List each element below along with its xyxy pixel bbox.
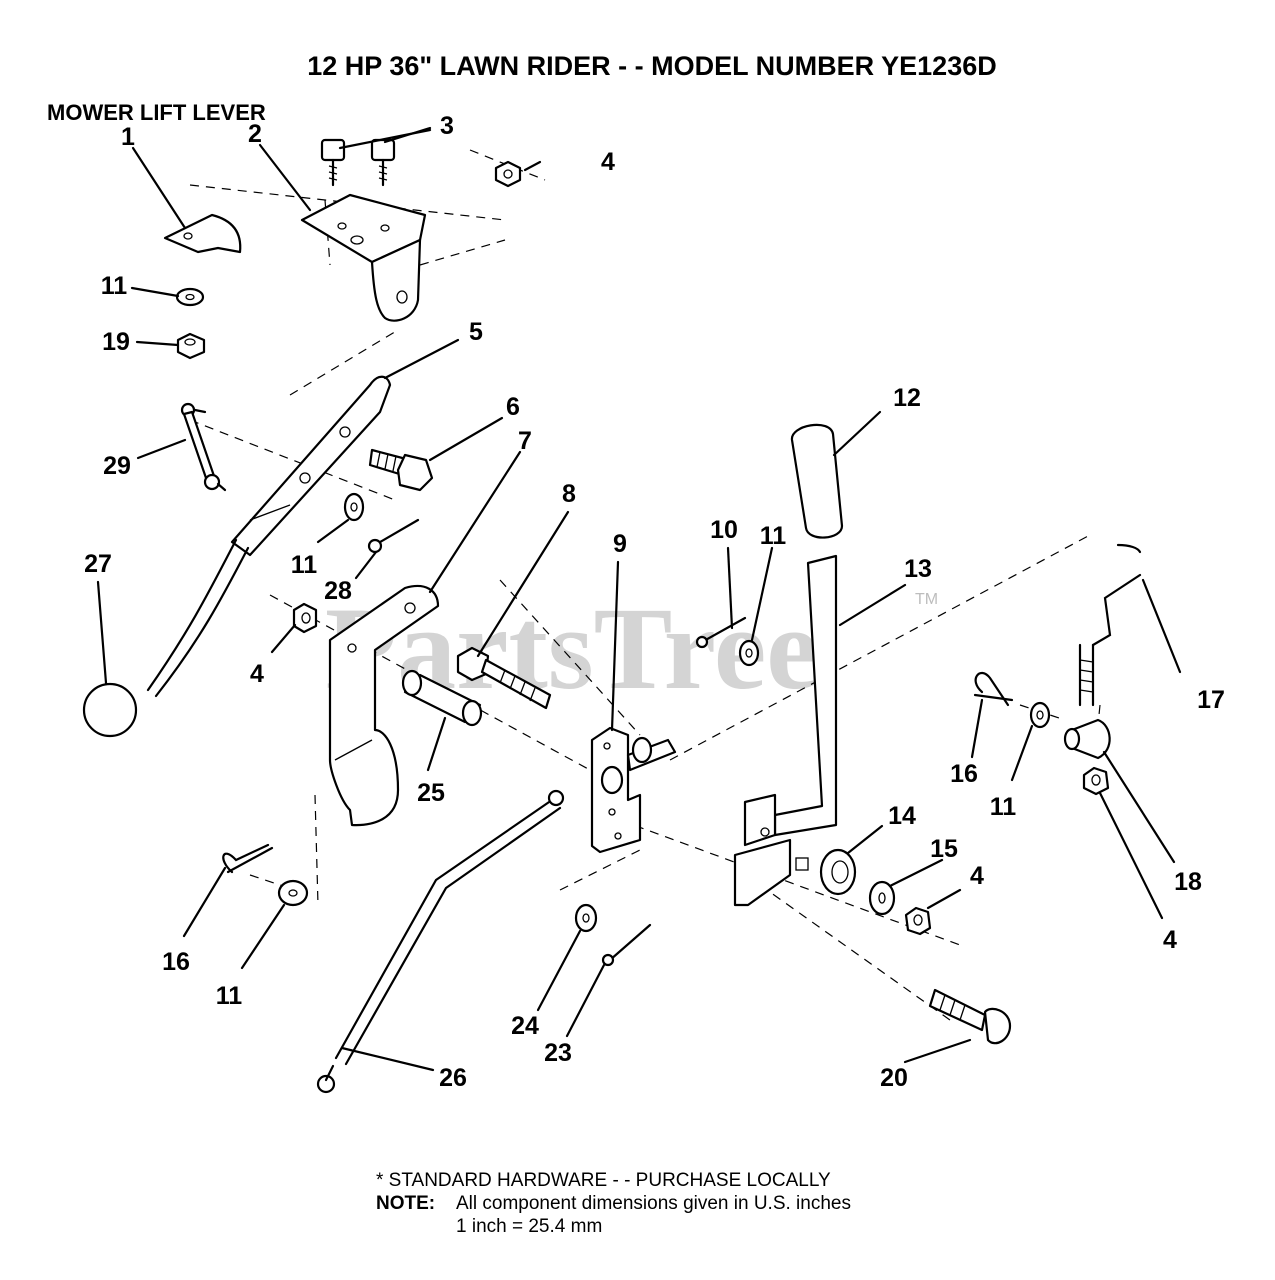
grip-part-12 (790, 423, 844, 539)
clip-part-16-left (222, 843, 274, 874)
callout-4-lower: 4 (970, 862, 984, 890)
link-part-29 (180, 402, 227, 492)
bolt-part-3 (320, 138, 396, 187)
lift-arm-part-5 (230, 375, 392, 557)
diagram-subtitle: MOWER LIFT LEVER (47, 100, 266, 125)
callouts: 1 2 3 4 11 19 5 6 7 29 12 8 10 11 9 11 2… (84, 112, 1225, 1092)
callout-2: 2 (248, 120, 262, 148)
callout-7: 7 (518, 427, 532, 455)
washer-part-11-left (277, 879, 309, 907)
callout-11-far-right: 11 (990, 793, 1017, 821)
callout-27: 27 (84, 550, 112, 578)
callout-18: 18 (1174, 868, 1202, 896)
callout-8: 8 (562, 480, 576, 508)
callout-16-right: 16 (950, 760, 978, 788)
callout-10: 10 (710, 516, 738, 544)
callout-9: 9 (613, 530, 627, 558)
washer-part-11-top (175, 287, 205, 307)
bolt-part-6 (368, 448, 434, 492)
callout-24: 24 (511, 1012, 539, 1040)
callout-29: 29 (103, 452, 131, 480)
clip-part-16-right (973, 671, 1014, 707)
callout-15: 15 (930, 835, 958, 863)
callout-23: 23 (544, 1039, 572, 1067)
washer-part-11-far-right (1029, 701, 1051, 729)
bolt-part-20 (928, 988, 1012, 1045)
washer-part-11-right (738, 639, 760, 667)
leader-lines (96, 126, 1182, 1072)
nut-part-19 (176, 332, 206, 360)
nut-part-4-left (292, 602, 318, 634)
rod-part-26 (316, 789, 565, 1094)
lever-arm-part-7 (328, 584, 440, 827)
callout-26: 26 (439, 1064, 467, 1092)
callout-11-right: 11 (760, 522, 787, 550)
callout-25: 25 (417, 779, 445, 807)
washer-part-24 (574, 903, 598, 933)
spacer-part-25 (401, 669, 483, 727)
callout-11-left: 11 (216, 982, 243, 1010)
rod-part-17 (1078, 543, 1142, 707)
callout-12: 12 (893, 384, 921, 412)
callout-19: 19 (102, 328, 130, 356)
trademark: TM (915, 591, 938, 608)
callout-17: 17 (1197, 686, 1225, 714)
washer-part-11-mid (343, 492, 365, 522)
note-label: NOTE: (376, 1193, 435, 1214)
callout-5: 5 (469, 318, 483, 346)
callout-13: 13 (904, 555, 932, 583)
handle-part-13 (733, 554, 838, 907)
nut-part-4-right (1082, 766, 1110, 796)
clip-part-1 (163, 213, 242, 254)
nut-part-4-top (494, 160, 522, 188)
bushing-part-14 (819, 848, 857, 896)
callout-14: 14 (888, 802, 916, 830)
bolt-part-8 (456, 646, 552, 710)
callout-3: 3 (440, 112, 454, 140)
note-text: All component dimensions given in U.S. i… (456, 1193, 851, 1214)
rod-part-27 (82, 538, 250, 738)
callout-11: 11 (101, 272, 128, 300)
nut-part-4-lower (904, 906, 932, 936)
callout-4-right: 4 (1163, 926, 1177, 954)
standard-hardware-note: * STANDARD HARDWARE - - PURCHASE LOCALLY (376, 1170, 831, 1191)
callout-20: 20 (880, 1064, 908, 1092)
plate-part-9 (590, 726, 677, 854)
swivel-part-18 (1063, 718, 1111, 760)
conversion-note: 1 inch = 25.4 mm (456, 1216, 602, 1237)
callout-4: 4 (601, 148, 615, 176)
callout-6: 6 (506, 393, 520, 421)
callout-16-left: 16 (162, 948, 190, 976)
washer-part-15 (868, 880, 896, 916)
callout-28: 28 (324, 577, 352, 605)
bracket-part-2 (300, 193, 427, 322)
pin-part-10 (695, 616, 747, 649)
callout-4-left: 4 (250, 660, 264, 688)
pin-part-23 (601, 923, 652, 967)
pin-part-28 (367, 518, 420, 554)
footer-notes: * STANDARD HARDWARE - - PURCHASE LOCALLY… (376, 1170, 851, 1237)
callout-1: 1 (121, 123, 135, 151)
callout-11-mid: 11 (291, 551, 318, 579)
page-title: 12 HP 36" LAWN RIDER - - MODEL NUMBER YE… (307, 51, 996, 81)
